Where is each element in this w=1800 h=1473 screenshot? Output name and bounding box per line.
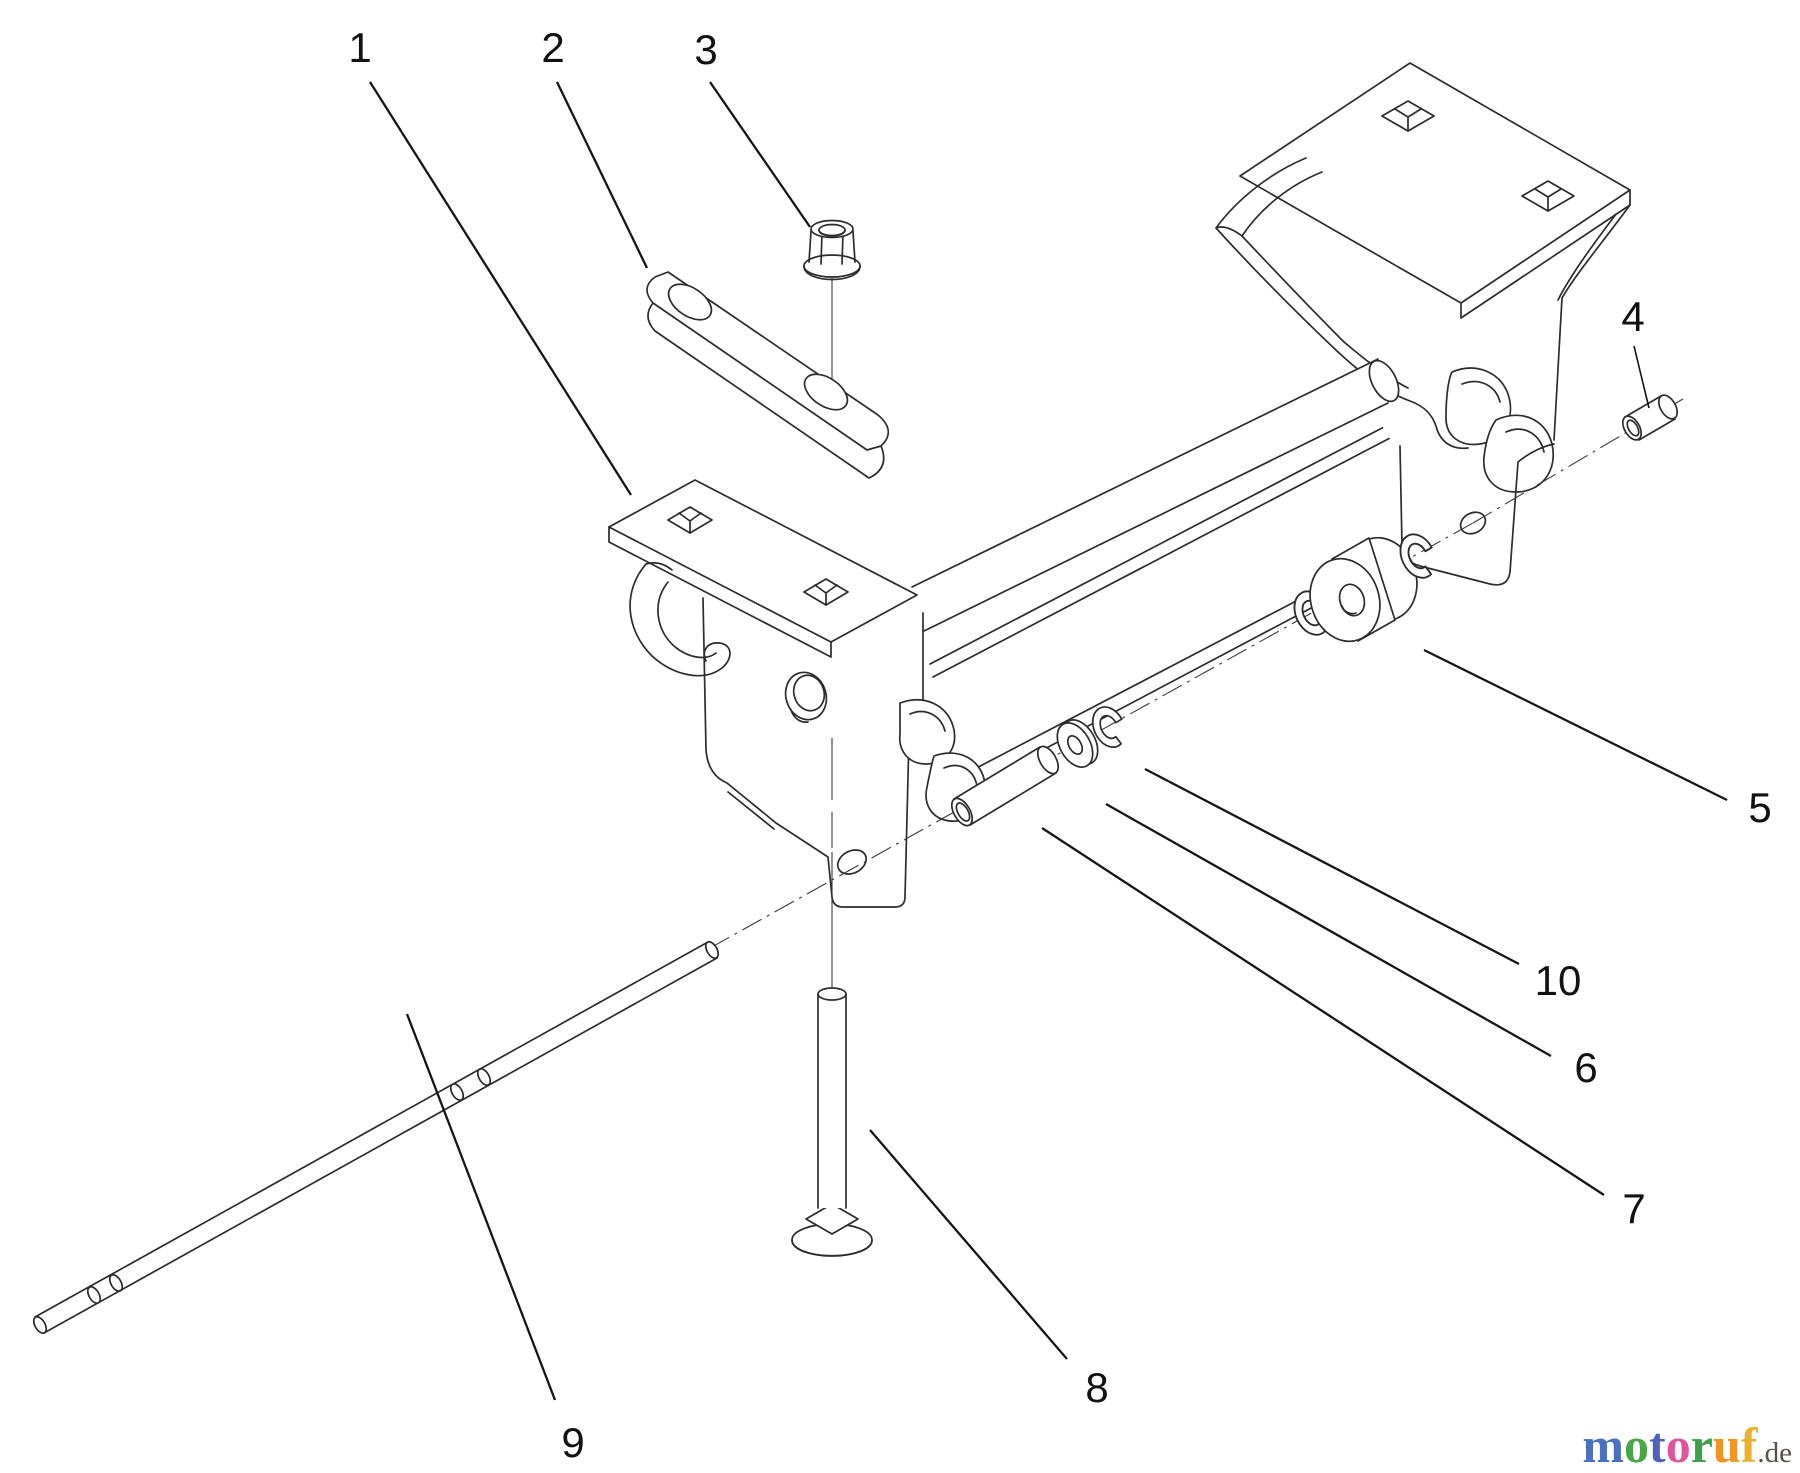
rod-band-3 [86,1285,102,1305]
leader-line-1 [369,81,632,496]
washer-hole [1066,734,1084,756]
bracket-left-pin-boss-face [792,674,826,712]
e-ring-shape [1091,706,1123,748]
link-plate-hole-right [803,373,849,411]
leader-line-5 [1423,648,1728,802]
spacer-tube-7 [950,745,1060,827]
roller-bore-shadow [1341,605,1357,615]
bolt-tip [817,987,847,1001]
rod-bottom-tip [32,1315,48,1335]
bracket-left-curl-1-inner [909,710,946,732]
bolt-head-underside [791,1239,873,1257]
leader-line-3 [709,81,811,228]
washer-6 [1056,719,1099,768]
bracket-left-plate-thickness [608,526,832,658]
bolt-shaft-body [818,994,846,1208]
link-plate-side-edges [647,302,885,479]
logo-letter-u: u [1712,1417,1741,1473]
bracket-left [608,479,987,908]
bracket-right-curl-2 [1483,414,1555,493]
bracket-right-square-holes-depth [1394,108,1562,212]
rod-edges [34,941,718,1334]
bracket-right-curl-1-inner [1461,380,1501,403]
roller-5 [1309,536,1418,643]
nut-hex-facets [808,230,856,265]
leader-line-2 [555,81,649,269]
leader-line-10 [1144,767,1520,966]
bracket-left-claw-hook [629,562,731,677]
bolt-square-neck [805,1203,859,1235]
bracket-left-square-holes-depth [678,512,838,606]
link-plate-2 [646,271,890,479]
spacer-tube-edges [953,746,1057,826]
pivot-rod-edges [911,358,1389,633]
nut-flange-underside [803,265,861,281]
pivot-rod-end [1368,359,1400,403]
rod-band-1 [449,1082,465,1102]
bracket-left-face-outline [702,597,924,908]
logo-letter-m: m [1582,1417,1625,1473]
leader-line-8 [869,1129,1068,1360]
leader-lines [369,81,1728,1401]
pivot-rod-body [912,359,1390,632]
logo-letter-o1: o [1624,1417,1650,1473]
logo-letter-f: f [1740,1417,1758,1473]
bracket-right [1214,62,1631,586]
bushing-edges [1624,395,1676,441]
bracket-right-plate-thickness [1460,189,1631,319]
callout-9: 9 [561,1419,584,1466]
leader-line-7 [1041,827,1605,1196]
pivot-rod [911,358,1400,633]
rod-9 [32,940,720,1335]
bracket-left-pin-boss-rim [790,709,809,723]
nut-bore-shadow [818,229,846,237]
link-plate-hole-left [667,283,713,321]
callout-6: 6 [1574,1044,1597,1091]
logo-letter-r: r [1690,1417,1713,1473]
leader-line-4 [1633,345,1650,409]
nut-flange [803,254,861,278]
leader-line-9 [405,1013,557,1401]
bracket-left-bottom-hole [836,849,868,875]
bolt-shaft-edges [817,993,847,1209]
leader-line-6 [1105,802,1552,1058]
bushing-bore [1626,419,1640,437]
rod-band-4 [108,1273,124,1293]
spacer-tube-bore [955,802,971,822]
callout-5: 5 [1748,784,1771,831]
callout-8: 8 [1085,1364,1108,1411]
rod-top-tip [704,940,720,960]
roller-bore [1338,583,1366,617]
rod-body [35,942,717,1333]
bracket-left-curl-2-inner [943,764,978,787]
logo-letter-t: t [1649,1417,1666,1473]
callout-7: 7 [1622,1185,1645,1232]
rod-band-2 [476,1067,492,1087]
washer-front [1056,722,1094,768]
bracket-right-wing [1215,157,1345,353]
e-ring-10 [1091,706,1123,748]
callout-10: 10 [1535,957,1582,1004]
e-ring-right-of-roller [1399,533,1433,579]
bracket-left-curl-1 [898,699,956,765]
bracket-right-side-edge [1553,204,1631,441]
callouts: 1 2 3 4 5 6 7 8 9 10 [348,24,1771,1466]
link-plate-side-body [653,303,869,478]
flange-nut-3 [803,219,861,281]
logo-letter-o2: o [1665,1417,1691,1473]
callout-3: 3 [694,26,717,73]
motoruf-logo[interactable]: motoruf.de [1582,1420,1792,1470]
bushing-4 [1621,394,1679,441]
logo-tld: .de [1757,1437,1792,1469]
spacer-tube-body [954,747,1056,825]
carriage-bolt-8 [791,987,873,1257]
e-ring-shape [1399,533,1433,579]
callout-4: 4 [1621,293,1644,340]
callout-1: 1 [348,24,371,71]
callout-2: 2 [541,24,564,71]
